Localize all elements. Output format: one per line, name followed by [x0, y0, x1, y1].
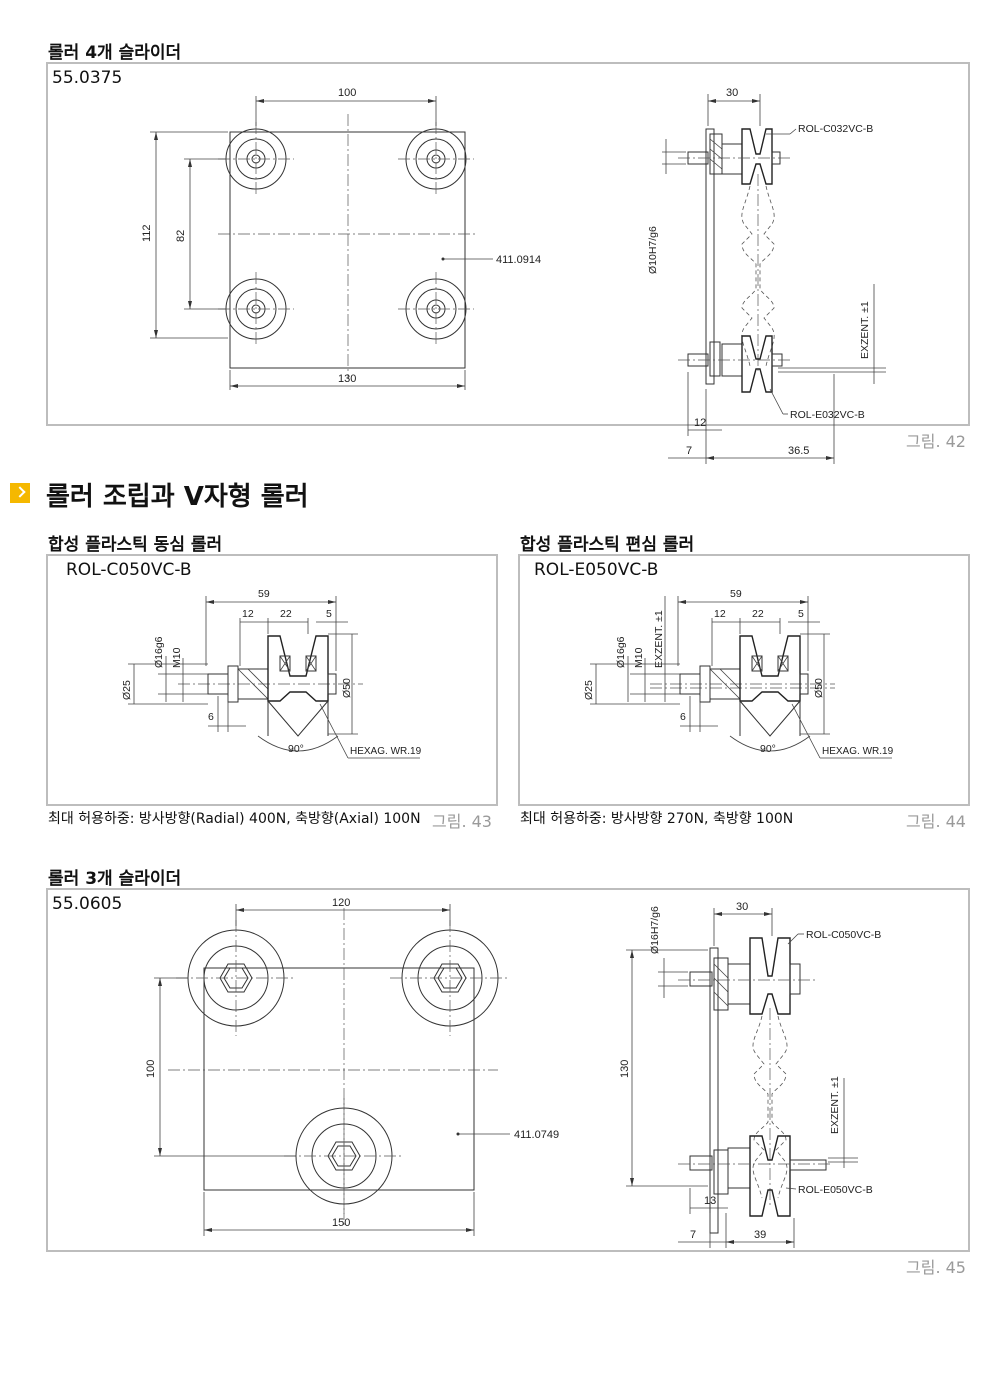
side-view-drawing: 30 ROL-C032VC-B Ø10H7/g6 EXZENT. ±1 ROL-… [647, 87, 886, 464]
roller-top-left [218, 122, 294, 196]
eccentric-roller-drawing: 59 12 22 5 Ø16g6 M10 EXZENT. ±1 Ø25 Ø50 … [583, 588, 894, 759]
dim-12: 12 [714, 608, 726, 620]
front-view-drawing: 100 130 112 82 411.0914 [141, 87, 541, 390]
dim-59: 59 [730, 588, 742, 600]
dim-130: 130 [338, 373, 356, 385]
front-view-drawing: 120 150 100 411.0749 [145, 897, 559, 1236]
dim-6: 6 [208, 711, 214, 723]
part-ref-411-0914: 411.0914 [496, 254, 541, 266]
drawing-panel-55-0375: 55.0375 100 [46, 62, 970, 464]
dim-d16: Ø16g6 [615, 636, 627, 668]
dim-angle: 90° [760, 743, 776, 755]
roller-e-label: ROL-E032VC-B [790, 409, 865, 421]
section-title-4-roller: 롤러 4개 슬라이더 [48, 43, 182, 63]
part-code: 55.0375 [52, 68, 123, 88]
dim-d25: Ø25 [121, 680, 133, 700]
dim-22: 22 [280, 608, 292, 620]
roller-bottom-right [398, 272, 474, 346]
figure-43-label: 그림. 43 [432, 812, 492, 831]
dim-36-5: 36.5 [788, 445, 809, 457]
drawing-panel-rol-c050vc-b: ROL-C050VC-B 59 12 22 5 Ø16g6 M10 Ø25 [46, 554, 498, 806]
chevron-right-icon [10, 483, 30, 503]
dim-130: 130 [619, 1060, 631, 1078]
dim-m10: M10 [633, 647, 645, 668]
left-panel-caption: 최대 허용하중: 방사방향(Radial) 400N, 축방향(Axial) 1… [48, 811, 421, 827]
side-view-drawing: 30 Ø16H7/g6 ROL-C050VC-B 130 EXZENT. ±1 … [619, 901, 881, 1248]
dim-12: 12 [694, 417, 706, 429]
dim-d25: Ø25 [583, 680, 595, 700]
dim-angle: 90° [288, 743, 304, 755]
right-panel-title: 합성 플라스틱 편심 롤러 [520, 535, 695, 555]
dim-d50: Ø50 [813, 678, 825, 698]
dim-5: 5 [326, 608, 332, 620]
roller-top-right [390, 920, 510, 1036]
dim-7: 7 [690, 1229, 696, 1241]
right-panel-caption: 최대 허용하중: 방사방향 270N, 축방향 100N [520, 811, 794, 827]
roller-bottom-left [218, 272, 294, 346]
part-ref-411-0749: 411.0749 [514, 1129, 559, 1141]
hex-label: HEXAG. WR.19 [822, 746, 894, 757]
figure-44-label: 그림. 44 [906, 812, 966, 831]
dim-112: 112 [141, 224, 153, 242]
dim-13: 13 [704, 1195, 716, 1207]
dim-39: 39 [754, 1229, 766, 1241]
left-panel-title: 합성 플라스틱 동심 롤러 [48, 535, 223, 555]
dim-30: 30 [736, 901, 748, 913]
concentric-roller-drawing: 59 12 22 5 Ø16g6 M10 Ø25 Ø50 6 90° HEXAG… [121, 588, 422, 759]
excent-label: EXZENT. ±1 [859, 301, 871, 359]
diameter-label: Ø16H7/g6 [649, 906, 661, 954]
excent-label: EXZENT. ±1 [829, 1076, 841, 1134]
excent-label: EXZENT. ±1 [653, 610, 665, 668]
section-title-3-roller: 롤러 3개 슬라이더 [48, 869, 182, 889]
dim-7: 7 [686, 445, 692, 457]
dim-82: 82 [175, 230, 187, 242]
dim-59: 59 [258, 588, 270, 600]
dim-120: 120 [332, 897, 350, 909]
roller-top-left [176, 920, 296, 1036]
figure-45-label: 그림. 45 [906, 1258, 966, 1277]
dim-150: 150 [332, 1217, 350, 1229]
dim-m10: M10 [171, 647, 183, 668]
roller-e-label: ROL-E050VC-B [798, 1184, 873, 1196]
dim-6: 6 [680, 711, 686, 723]
dim-100: 100 [338, 87, 356, 99]
drawing-panel-rol-e050vc-b: ROL-E050VC-B 59 12 22 5 Ø16g6 M10 EXZENT… [518, 554, 970, 806]
part-code: ROL-E050VC-B [534, 560, 659, 580]
dim-d50: Ø50 [341, 678, 353, 698]
section-heading: 롤러 조립과 V자형 롤러 [46, 482, 309, 512]
figure-42-label: 그림. 42 [906, 432, 966, 451]
diameter-label: Ø10H7/g6 [647, 226, 659, 274]
roller-top-right [398, 122, 474, 196]
roller-c-label: ROL-C050VC-B [806, 929, 881, 941]
roller-c-label: ROL-C032VC-B [798, 123, 873, 135]
part-code: ROL-C050VC-B [66, 560, 192, 580]
dim-100: 100 [145, 1060, 157, 1078]
dim-d16: Ø16g6 [153, 636, 165, 668]
drawing-panel-55-0605: 55.0605 120 150 [46, 888, 970, 1252]
dim-30: 30 [726, 87, 738, 99]
dim-12: 12 [242, 608, 254, 620]
dim-5: 5 [798, 608, 804, 620]
hex-label: HEXAG. WR.19 [350, 746, 422, 757]
dim-22: 22 [752, 608, 764, 620]
part-code: 55.0605 [52, 894, 123, 914]
